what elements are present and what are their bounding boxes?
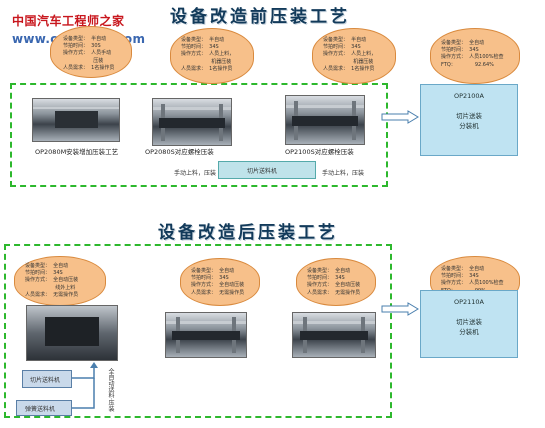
- after-feeder-2-label: 弹簧送料机: [25, 406, 56, 413]
- after-feed-connector-icon: [72, 362, 98, 409]
- before-bubble-2-text: 设备类型： 半自动 节拍时间： 34S 操作方式： 人员上料， 机器压装 人员需…: [181, 37, 235, 72]
- before-hand-right: 手动上料，压装: [322, 170, 365, 177]
- before-station-2-photo: [152, 98, 232, 146]
- after-vertical-label: 全自动送料·压装: [107, 368, 114, 412]
- after-arrow-icon: [381, 302, 419, 316]
- before-arrow-icon: [381, 110, 419, 124]
- after-title: 设备改造后压装工艺: [158, 223, 338, 243]
- after-bubble-1-text: 设备类型： 全自动 节拍时间： 34S 操作方式： 全自动压装 线外上料 人员需…: [25, 263, 79, 298]
- after-bubble-3: 设备类型： 全自动 节拍时间： 34S 操作方式： 全自动压装 人员需求： 无需…: [296, 258, 376, 306]
- before-final-bubble: 设备类型： 全自动 节拍时间： 34S 操作方式： 人员100%检查 FTQ： …: [430, 28, 520, 84]
- after-bubble-1: 设备类型： 全自动 节拍时间： 34S 操作方式： 全自动压装 线外上料 人员需…: [14, 256, 106, 306]
- after-process-frame: [4, 244, 392, 418]
- before-station-1-caption: OP2080M安装增加压装工艺: [35, 148, 119, 156]
- before-bubble-1-text: 设备类型： 半自动 节拍时间： 30S 操作方式： 人员手动 压装 人员需求： …: [63, 36, 115, 71]
- after-bubble-2-text: 设备类型： 全自动 节拍时间： 34S 操作方式： 全自动压装 人员需求： 无需…: [191, 268, 245, 296]
- before-station-3-caption: OP2100S对应螺栓压装: [285, 148, 354, 156]
- after-bubble-3-text: 设备类型： 全自动 节拍时间： 34S 操作方式： 全自动压装 人员需求： 无需…: [307, 268, 361, 296]
- watermark-cn: 中国汽车工程师之家: [12, 14, 125, 28]
- before-hand-left: 手动上料，压装: [174, 170, 217, 177]
- before-final-box-label: OP2100A 切片送装 分装机: [453, 92, 485, 130]
- before-station-3-photo: [285, 95, 365, 145]
- after-bubble-2: 设备类型： 全自动 节拍时间： 34S 操作方式： 全自动压装 人员需求： 无需…: [180, 258, 260, 306]
- before-bubble-2: 设备类型： 半自动 节拍时间： 34S 操作方式： 人员上料， 机器压装 人员需…: [170, 28, 254, 84]
- after-station-2-photo: [165, 312, 247, 358]
- after-final-box: OP2110A 切片送装 分装机: [420, 290, 518, 358]
- before-bubble-3-text: 设备类型： 半自动 节拍时间： 34S 操作方式： 人员上料， 机器压装 人员需…: [323, 37, 377, 72]
- after-feeder-2-box: 弹簧送料机: [16, 400, 72, 416]
- before-bubble-3: 设备类型： 半自动 节拍时间： 34S 操作方式： 人员上料， 机器压装 人员需…: [312, 28, 396, 84]
- after-station-3-photo: [292, 312, 376, 358]
- after-final-box-label: OP2110A 切片送装 分装机: [453, 298, 485, 336]
- before-process-frame: [10, 83, 388, 187]
- before-bubble-1: 设备类型： 半自动 节拍时间： 30S 操作方式： 人员手动 压装 人员需求： …: [50, 26, 132, 78]
- before-feeder-box: 切片送料机: [218, 161, 316, 179]
- before-feeder-label: 切片送料机: [247, 168, 278, 175]
- before-title: 设备改造前压装工艺: [170, 7, 350, 27]
- before-final-box: OP2100A 切片送装 分装机: [420, 84, 518, 156]
- before-final-bubble-text: 设备类型： 全自动 节拍时间： 34S 操作方式： 人员100%检查 FTQ： …: [441, 40, 504, 68]
- before-station-2-caption: OP2080S对应螺栓压装: [145, 148, 214, 156]
- before-station-1-photo: [32, 98, 120, 142]
- after-station-1-photo: [26, 305, 118, 361]
- after-feeder-1-label: 切片送料机: [30, 377, 61, 384]
- after-feeder-1-box: 切片送料机: [22, 370, 72, 388]
